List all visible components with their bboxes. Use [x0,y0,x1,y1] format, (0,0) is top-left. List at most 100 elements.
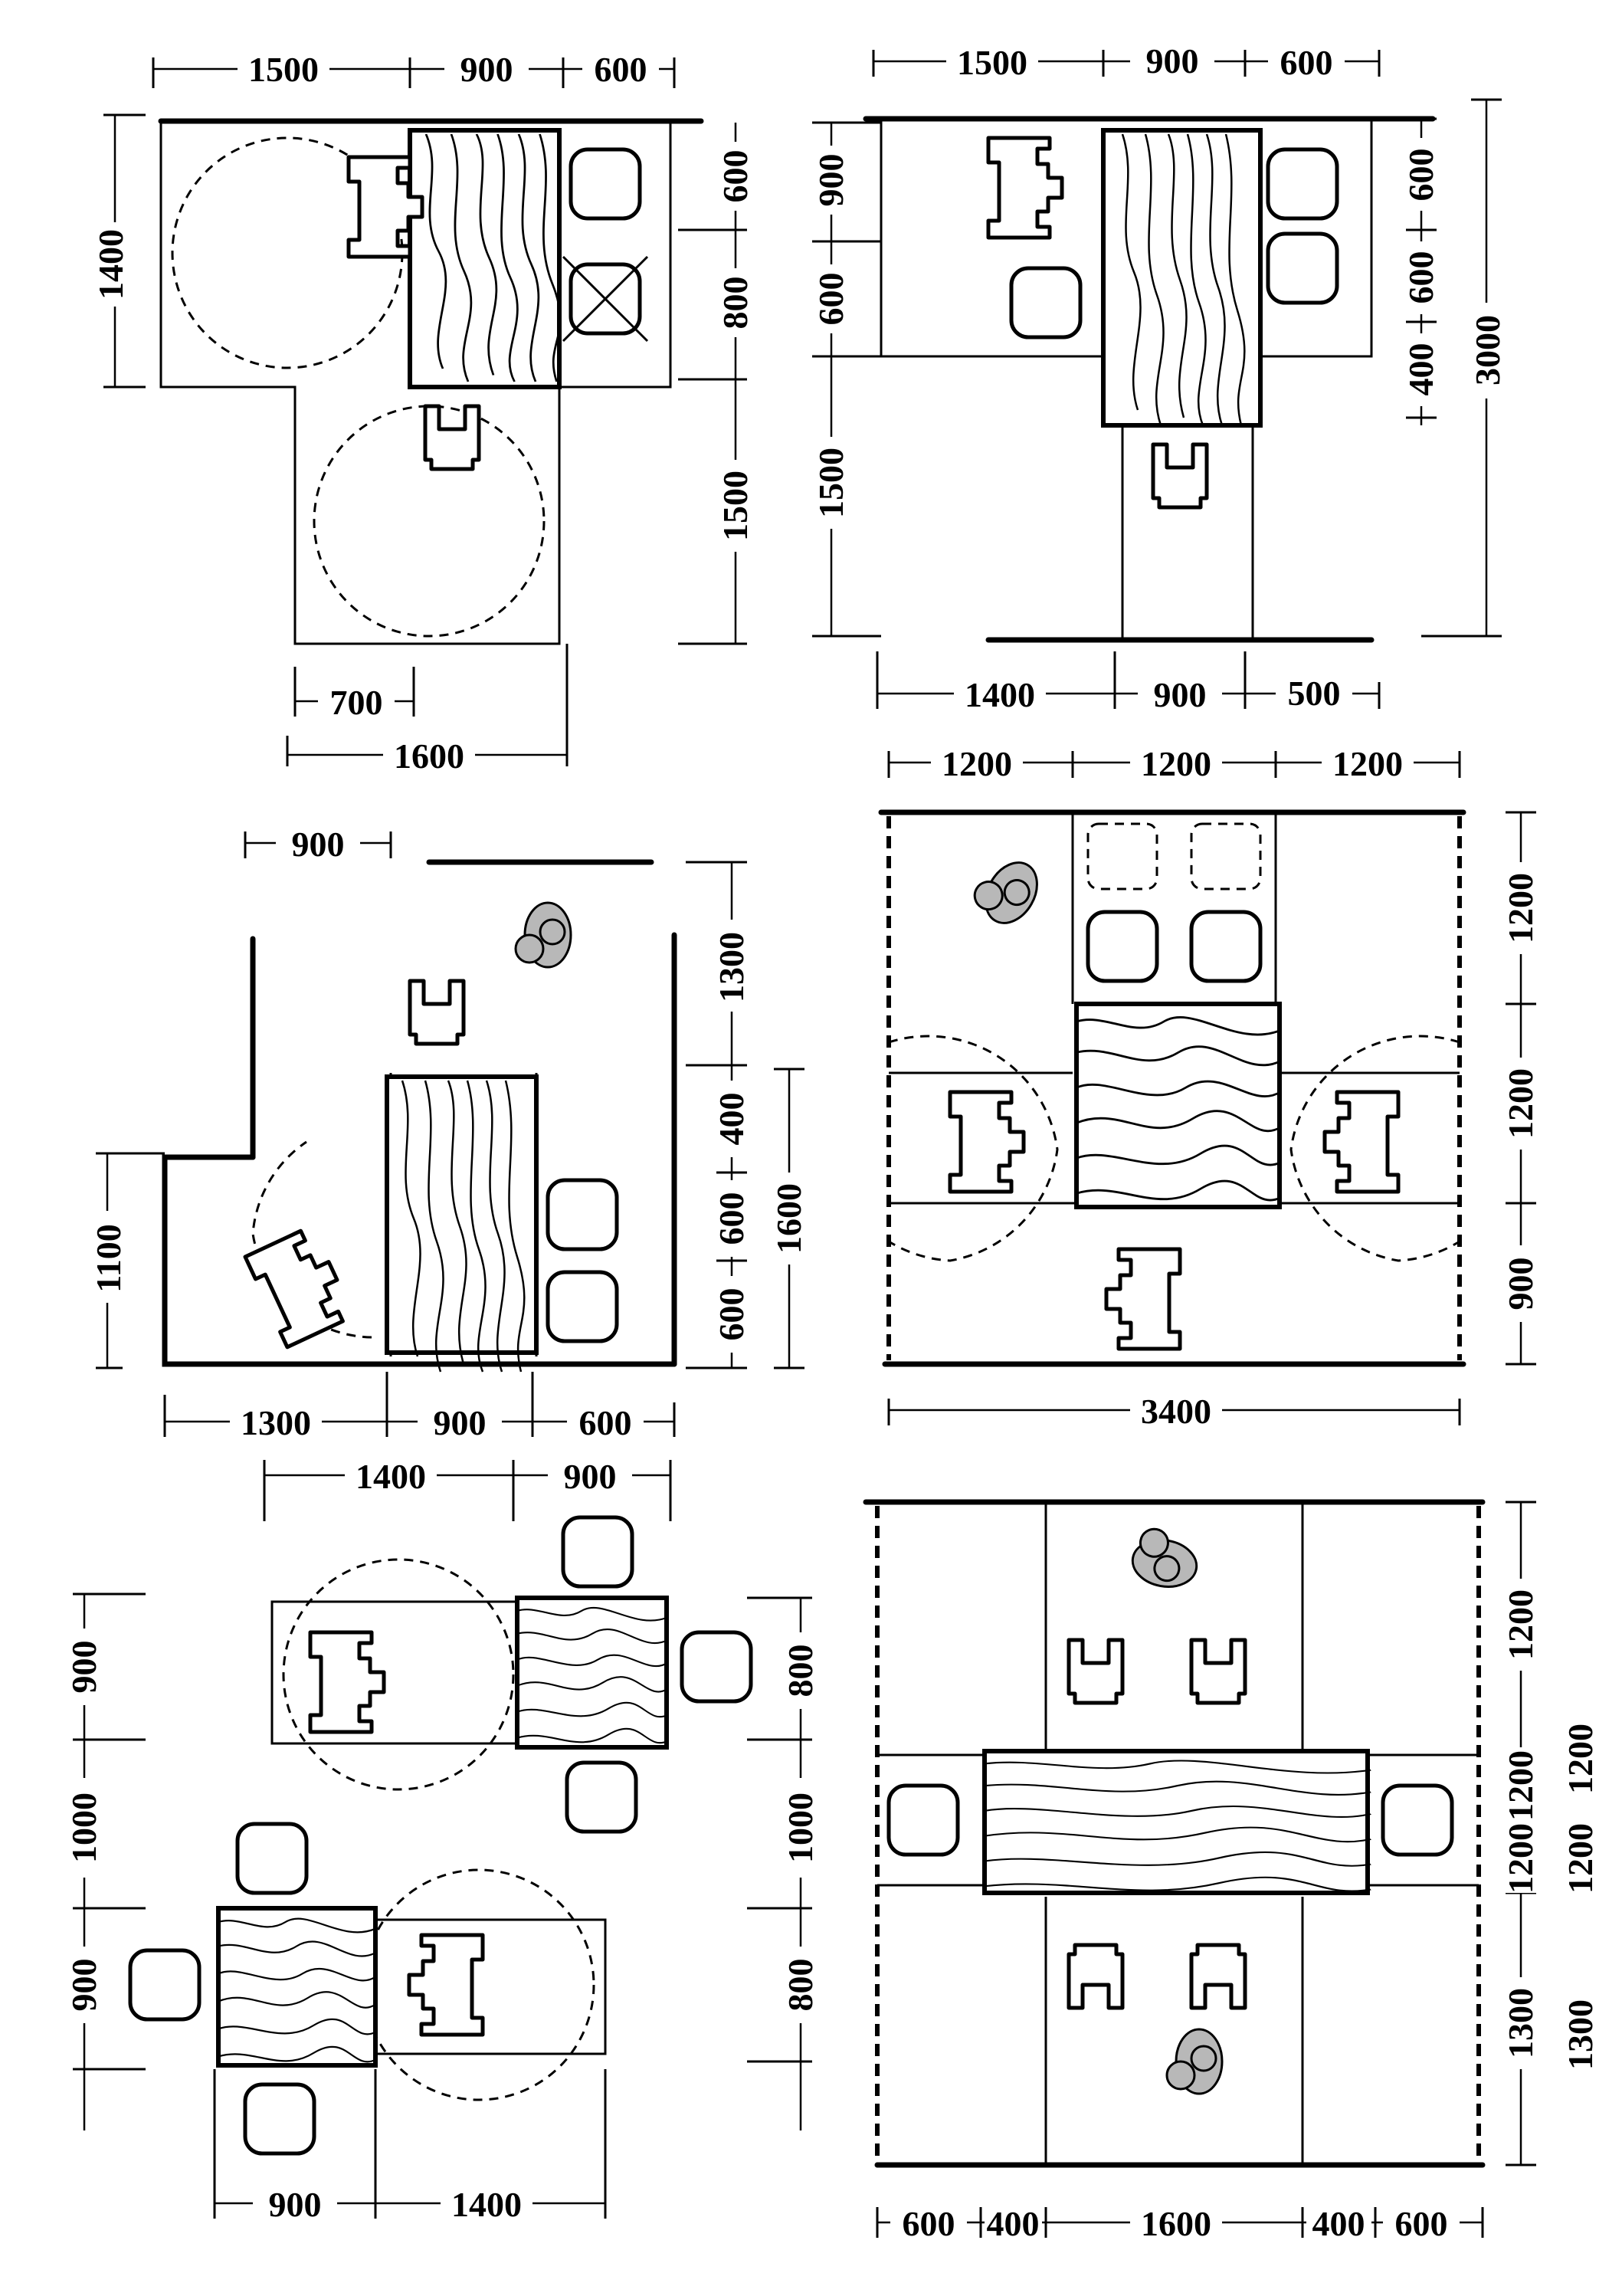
dim-label: 600 [811,273,850,326]
dimension-bottom: 3400 [887,1391,1461,1431]
seat-icon [548,1180,617,1249]
dim-label: 900 [811,154,850,207]
dimension-top: 1500 900 600 [872,41,1381,82]
seat-icon [562,255,649,343]
dim-label: 1400 [356,1457,426,1496]
dim-label: 600 [712,1192,751,1245]
dim-label: 1200 [1332,744,1403,783]
seat-icon [1191,912,1260,981]
dimension-right: 1200 1200 1200 1300 1200 1200 1300 [1500,1501,1600,2166]
dim-label: 600 [716,150,755,203]
seat-icon [548,1272,617,1341]
dimension-top: 1200 1200 1200 [887,743,1461,783]
dim-label: 1500 [248,50,319,89]
dimension-left: 900 1000 900 [64,1592,146,2130]
chair-icon [1153,444,1207,507]
dimension-right: 600 800 1500 [678,123,759,645]
dim-label: 1200 [1501,1823,1540,1894]
dim-label: 400 [1312,2204,1365,2243]
dim-label: 900 [269,2185,322,2224]
chair-icon [409,1935,483,2035]
dim-label: 1300 [1561,1999,1600,2070]
dimension-right: 1200 1200 900 [1500,811,1542,1366]
dim-label: 600 [903,2204,955,2243]
clearance-circle-icon [362,1868,595,2101]
dim-label: 900 [1501,1258,1540,1310]
dim-label: 400 [712,1093,751,1146]
person-icon [966,848,1049,933]
dim-label: 900 [1146,41,1199,80]
seat-icon [563,1517,632,1586]
dim-label: 900 [292,825,345,864]
dimension-bottom: 900 1400 [213,2069,607,2224]
chair-icon [410,981,464,1044]
dimension-top: 1400 900 [263,1456,672,1521]
dim-label: 800 [716,277,755,330]
dim-label: 900 [434,1403,487,1442]
desk-icon [408,128,562,389]
chair-icon [245,1225,354,1346]
dim-label: 900 [1154,675,1207,714]
dim-label: 1300 [712,932,751,1002]
dim-label: 1200 [942,744,1012,783]
chair-icon [1325,1092,1398,1192]
dim-label: 400 [1401,343,1440,396]
dim-label: 1200 [1501,1068,1540,1139]
dim-label: 1500 [811,448,850,518]
dimension-right: 600 600 400 3000 [1401,98,1509,638]
desk-icon [1101,128,1263,428]
chair-icon [1191,1640,1245,1703]
dim-label: 1600 [1141,2204,1211,2243]
clearance-circle-icon [313,405,546,638]
dimension-bottom: 700 1600 [286,644,569,776]
dim-label: 1100 [89,1224,128,1292]
seat-icon [1268,234,1337,303]
seat-icon [238,1824,306,1893]
dim-label: 1400 [91,229,130,300]
seat-icon [1011,268,1080,337]
plan-2: 1500 900 600 900 600 1500 600 [811,41,1509,714]
desk-icon [515,1596,669,1750]
person-icon [1165,2028,1224,2095]
chair-icon [1106,1249,1180,1349]
dim-label: 900 [64,1959,103,2012]
dimension-bottom: 600 400 1600 400 600 [876,2203,1484,2243]
dim-label: 1000 [781,1793,820,1863]
dim-label: 1400 [965,675,1035,714]
dim-label: 1600 [394,736,464,776]
dim-label: 600 [579,1403,632,1442]
seat-icon [567,1763,636,1832]
dim-label: 1300 [241,1403,311,1442]
desk-icon [982,1749,1371,1895]
dim-label: 1200 [1561,1823,1600,1894]
dimension-right: 800 1000 800 [747,1596,822,2130]
dim-label: 1300 [1501,1988,1540,2058]
dim-label: 3000 [1468,315,1507,385]
plan-3: 900 1100 1300 400 600 600 [88,824,811,1442]
chair-icon [988,138,1062,238]
dim-label: 800 [781,1645,820,1697]
chair-icon [1069,1945,1122,2008]
dim-label: 400 [987,2204,1040,2243]
dimension-bottom: 1400 900 500 [876,651,1381,714]
dim-label: 600 [1401,251,1440,304]
person-icon [1127,1524,1204,1593]
seat-icon [1383,1786,1452,1855]
dim-label: 600 [595,50,647,89]
chair-icon [425,406,479,469]
clearance-circle-icon [282,1558,515,1791]
dim-label: 600 [1280,43,1333,82]
desk-icon [385,1074,539,1373]
dimension-right: 1300 400 600 600 1600 [686,861,811,1369]
seat-icon [245,2084,314,2153]
dimension-top: 900 [244,824,392,864]
dim-label: 1400 [451,2185,522,2224]
dim-label: 700 [330,683,383,722]
dim-label: 900 [460,50,513,89]
dim-label: 3400 [1141,1392,1211,1431]
dim-label: 1200 [1501,873,1540,943]
dim-label: 600 [1395,2204,1448,2243]
dim-label: 1200 [1501,1750,1540,1821]
dim-label: 1000 [64,1793,103,1863]
chair-icon [950,1092,1024,1192]
